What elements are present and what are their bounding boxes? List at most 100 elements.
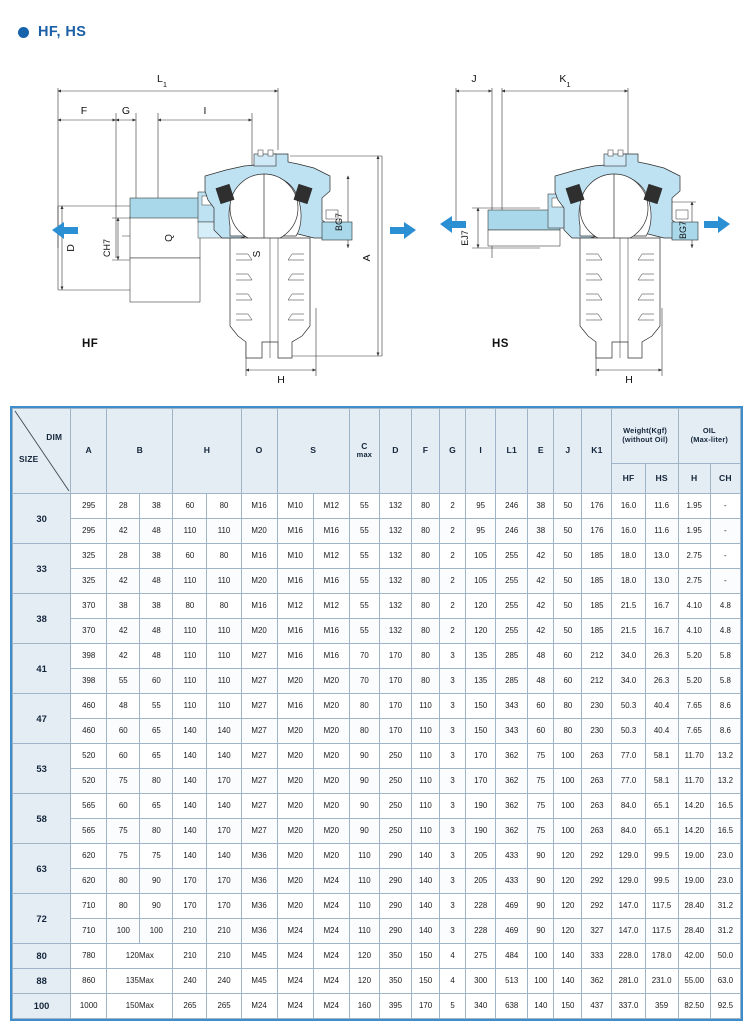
cell-value: 4.10 [677,618,711,644]
cell-value: 40.4 [644,693,679,719]
cell-value: 110 [206,668,242,694]
cell-value: 469 [495,893,529,919]
cell-value: 140 [172,768,208,794]
cell-value: 2 [439,543,467,569]
cell-value: M20 [276,743,314,769]
cell-value: 520 [70,768,108,794]
header-weight-line2: (without Oil) [622,435,668,445]
header-weight: Weight(Kgf) (without Oil) [611,407,679,465]
cell-value: 3 [439,693,467,719]
cell-value: 147.0 [611,918,646,944]
cell-value: 110 [172,618,208,644]
cell-value: 63.0 [709,968,742,994]
cell-value: 129.0 [611,868,646,894]
cell-value: 150 [410,968,441,994]
cell-value: 398 [70,668,108,694]
cell-value: 80 [410,593,441,619]
cell-value: 185 [581,543,613,569]
cell-value: 185 [581,618,613,644]
header-h: H [172,408,242,494]
cell-value: 58.1 [644,768,679,794]
cell-value: 275 [465,943,497,969]
cell-value: 50 [553,518,583,544]
cell-value: 16.5 [709,818,742,844]
svg-text:A: A [361,254,373,261]
svg-text:BG7: BG7 [678,221,688,239]
cell-value: 132 [378,593,413,619]
cell-value: 50 [553,618,583,644]
cell-value: 3 [439,643,467,669]
cell-value: 70 [348,643,380,669]
cell-value: 48 [106,693,141,719]
cell-value: 48 [139,643,174,669]
cell-value: 110 [206,643,242,669]
cell-value: M27 [240,818,278,844]
header-oil-line2: (Max-liter) [690,435,729,445]
cell-value: 80 [410,618,441,644]
cell-value: 7.65 [677,693,711,719]
cell-value: 38 [527,518,555,544]
cell-value: 42 [106,568,141,594]
cell-value: 263 [581,793,613,819]
cell-value: M27 [240,718,278,744]
cell-value: 65 [139,793,174,819]
cell-value: 50 [553,493,583,519]
cell-value: 110 [172,518,208,544]
cell-value: 55 [348,618,380,644]
cell-value: 140 [206,743,242,769]
page-title-label: HF, HS [38,24,87,40]
cell-value: 110 [172,643,208,669]
cell-value: 250 [378,743,413,769]
cell-value: 325 [70,568,108,594]
cell-value: 13.0 [644,568,679,594]
cell-value: 5.20 [677,643,711,669]
cell-value: M16 [240,593,278,619]
cell-value: 7.65 [677,718,711,744]
cell-value: 205 [465,843,497,869]
cell-value: 120 [348,968,380,994]
cell-value: 23.0 [709,843,742,869]
cell-value: 362 [495,818,529,844]
cell-value: 120 [553,843,583,869]
cell-value: 90 [527,868,555,894]
dimension-table: DIM SIZE A B H O S C max D [11,407,742,1019]
cell-value: M24 [312,893,350,919]
cell-value: M16 [312,568,350,594]
cell-value: M24 [276,943,314,969]
cell-value: 263 [581,743,613,769]
cell-value: M16 [276,518,314,544]
cell-value: 110 [206,518,242,544]
cell-value: 28.40 [677,918,711,944]
cell-value: 520 [70,743,108,769]
header-oil-h: H [677,463,711,494]
cell-value: M20 [312,843,350,869]
cell-value: 42 [106,643,141,669]
header-l1: L1 [495,408,529,494]
cell-value: 150 [465,718,497,744]
cell-value: 433 [495,843,529,869]
cell-value: 132 [378,493,413,519]
cell-value: 50.3 [611,693,646,719]
cell-value: 140 [206,843,242,869]
cell-value: 18.0 [611,568,646,594]
cell-value: M16 [312,643,350,669]
svg-text:BG7: BG7 [334,213,344,231]
cell-value: M20 [240,568,278,594]
cell-value: M20 [240,618,278,644]
header-s: S [276,408,350,494]
svg-text:EJ7: EJ7 [460,230,470,246]
cell-value: 16.0 [611,518,646,544]
cell-value: 110 [172,693,208,719]
cell-value: 300 [465,968,497,994]
cell-value: 246 [495,518,529,544]
cell-value: 16.5 [709,793,742,819]
cell-value: 80 [206,543,242,569]
cell-value: M20 [312,718,350,744]
cell-value: 240 [206,968,242,994]
cell-value: M24 [312,968,350,994]
